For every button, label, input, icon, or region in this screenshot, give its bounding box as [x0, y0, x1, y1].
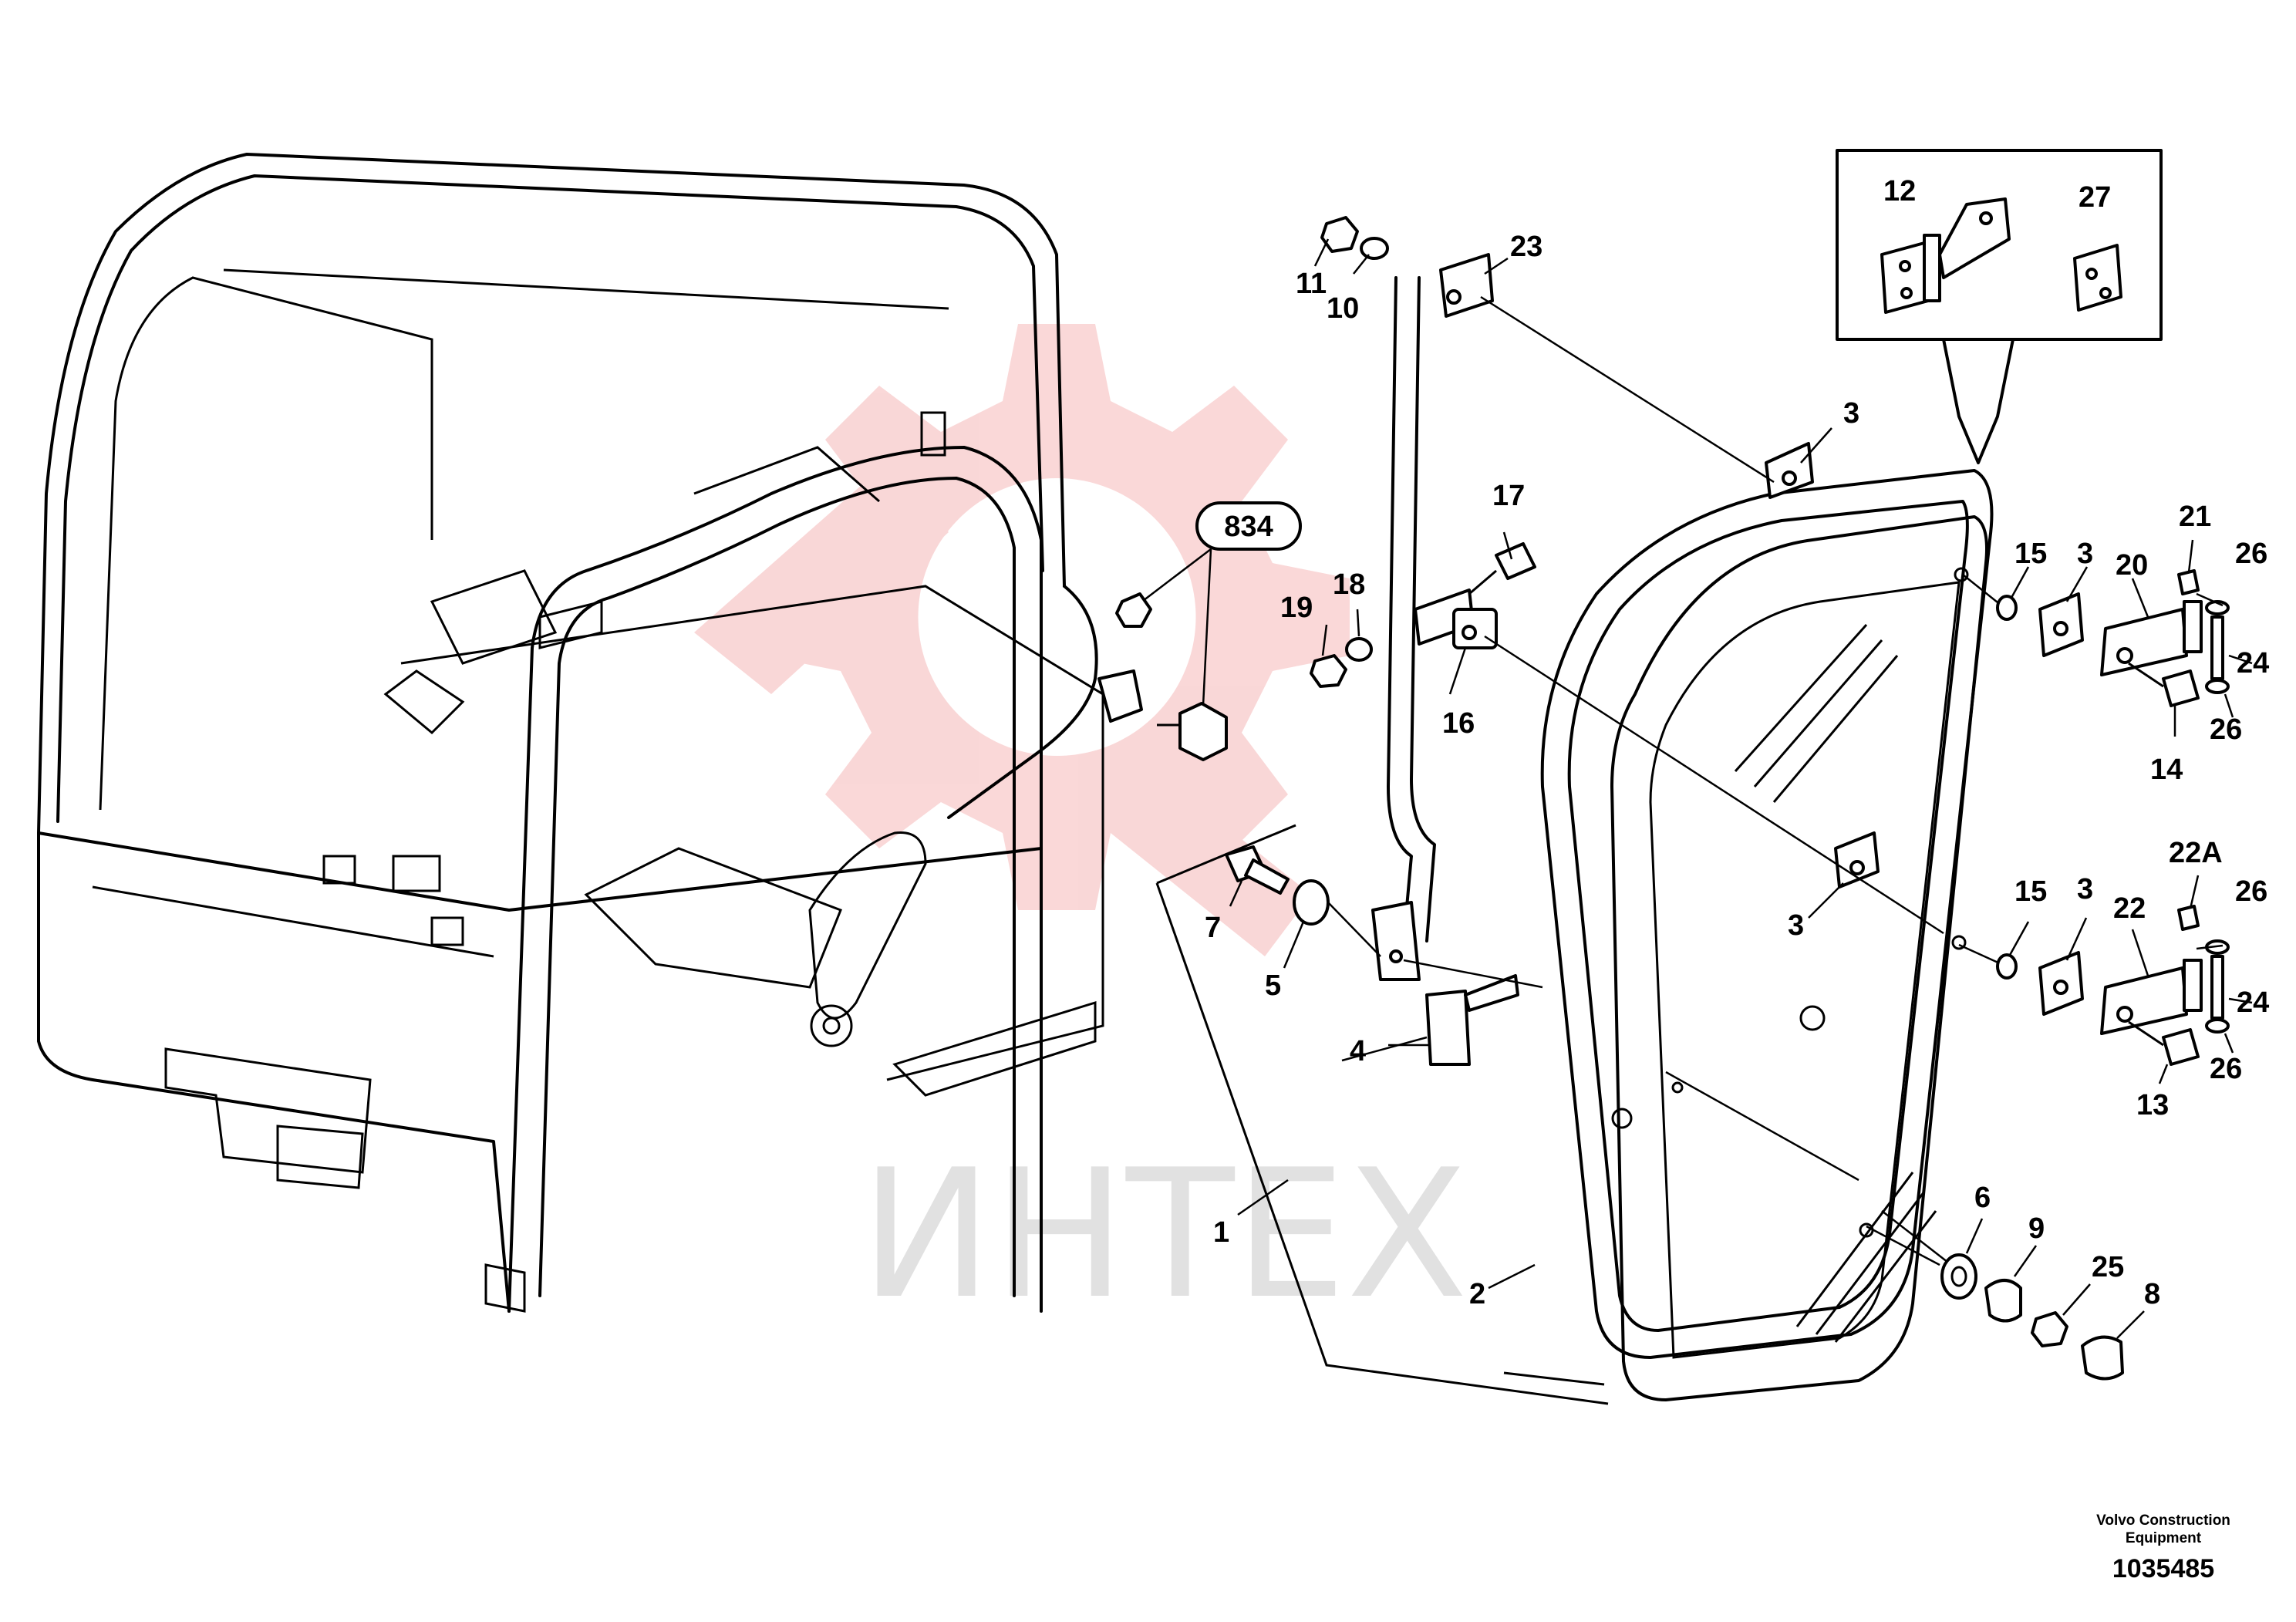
- nut-25-icon: [2031, 1311, 2068, 1347]
- latch-plate-4-icon: [1425, 990, 1471, 1066]
- hinge-22-icon: [2100, 966, 2188, 1035]
- detail-inset-box: [1836, 149, 2163, 464]
- washer-5-icon: [1293, 879, 1330, 926]
- washer-26d-icon: [2205, 1018, 2230, 1034]
- bushing-15-lower-icon: [1996, 953, 2018, 980]
- callout-23: 23: [1510, 231, 1542, 263]
- callout-21: 21: [2179, 501, 2211, 533]
- callout-9: 9: [2028, 1212, 2045, 1245]
- callout-box-834: [1195, 501, 1302, 551]
- callout-8: 8: [2144, 1278, 2160, 1310]
- callout-7: 7: [1205, 912, 1221, 944]
- callout-3-lower-right: 3: [2077, 873, 2093, 905]
- callout-20: 20: [2116, 549, 2148, 582]
- callout-26-a: 26: [2235, 538, 2267, 570]
- callout-15-lower: 15: [2014, 875, 2047, 908]
- callout-14: 14: [2150, 754, 2183, 786]
- callout-25: 25: [2092, 1251, 2124, 1283]
- hinge-20-icon: [2100, 608, 2188, 676]
- bushing-9-icon: [1984, 1279, 2022, 1323]
- callout-13: 13: [2136, 1089, 2169, 1121]
- pin-24-lower-icon: [2210, 955, 2224, 1020]
- washer-6-icon: [1940, 1253, 1977, 1300]
- callout-4: 4: [1350, 1035, 1366, 1067]
- washer-10-icon: [1360, 237, 1389, 260]
- callout-19: 19: [1280, 592, 1313, 624]
- bushing-15-upper-icon: [1996, 595, 2018, 621]
- callout-22a: 22A: [2169, 837, 2223, 869]
- callout-10: 10: [1327, 292, 1359, 325]
- watermark-logo-icon: [694, 324, 1350, 956]
- callout-834: 834: [1224, 511, 1273, 543]
- bolt-14-icon: [2162, 669, 2200, 707]
- callout-leaders: [1229, 238, 2253, 1339]
- callout-26-b: 26: [2210, 713, 2242, 746]
- hinge-group-upper: [1962, 569, 2230, 707]
- callout-12: 12: [1883, 175, 1916, 207]
- callout-27: 27: [2079, 181, 2111, 214]
- callout-3-top: 3: [1843, 397, 1859, 430]
- footer-block: Volvo Construction Equipment 1035485: [2096, 1512, 2230, 1583]
- company-name-line1: Volvo Construction: [2096, 1512, 2230, 1529]
- callout-26-d: 26: [2210, 1053, 2242, 1085]
- callout-16: 16: [1442, 707, 1475, 740]
- grease-nipple-21-icon: [2177, 569, 2200, 595]
- callout-18: 18: [1333, 568, 1365, 601]
- grease-nipple-22a-icon: [2177, 905, 2200, 931]
- item-834-mount: 834: [1097, 501, 1302, 761]
- callout-labels: 11 10 23 3 12 27 17 18 19 16 7 5 4 1 2 3…: [1205, 175, 2269, 1310]
- cap-8-icon: [2081, 1335, 2124, 1381]
- callout-24-upper: 24: [2237, 647, 2269, 679]
- pin-24-upper-icon: [2210, 615, 2224, 680]
- hinge-12-icon: [1880, 241, 1930, 314]
- hinge-group-lower: [1958, 905, 2230, 1066]
- bolt-17-icon: [1495, 542, 1536, 580]
- washer-18-icon: [1345, 637, 1373, 662]
- nut-19-icon: [1310, 654, 1347, 688]
- callout-1: 1: [1213, 1216, 1229, 1249]
- callout-6: 6: [1974, 1182, 1991, 1214]
- callout-26-c: 26: [2235, 875, 2267, 908]
- lower-hardware: [1940, 1253, 2124, 1381]
- bolt-13-icon: [2162, 1028, 2200, 1066]
- callout-11: 11: [1296, 268, 1327, 300]
- callout-15-upper: 15: [2014, 538, 2047, 570]
- door-stay-rod: [1225, 216, 1536, 981]
- door-assembly: [1155, 295, 1994, 1405]
- callout-22: 22: [2113, 892, 2146, 925]
- watermark-text: ИНТЕХ: [860, 1132, 1468, 1338]
- plate-27-icon: [2073, 244, 2122, 312]
- callout-5: 5: [1265, 969, 1281, 1002]
- callout-2: 2: [1469, 1278, 1485, 1310]
- company-name-line2: Equipment: [2126, 1530, 2202, 1546]
- callout-3-upper-right: 3: [2077, 538, 2093, 570]
- callout-17: 17: [1492, 480, 1525, 512]
- drawing-number: 1035485: [2112, 1554, 2214, 1583]
- washer-26b-icon: [2205, 679, 2230, 694]
- nut-11-icon: [1320, 216, 1359, 253]
- callout-3-mid: 3: [1788, 909, 1804, 942]
- callout-24-lower: 24: [2237, 986, 2269, 1019]
